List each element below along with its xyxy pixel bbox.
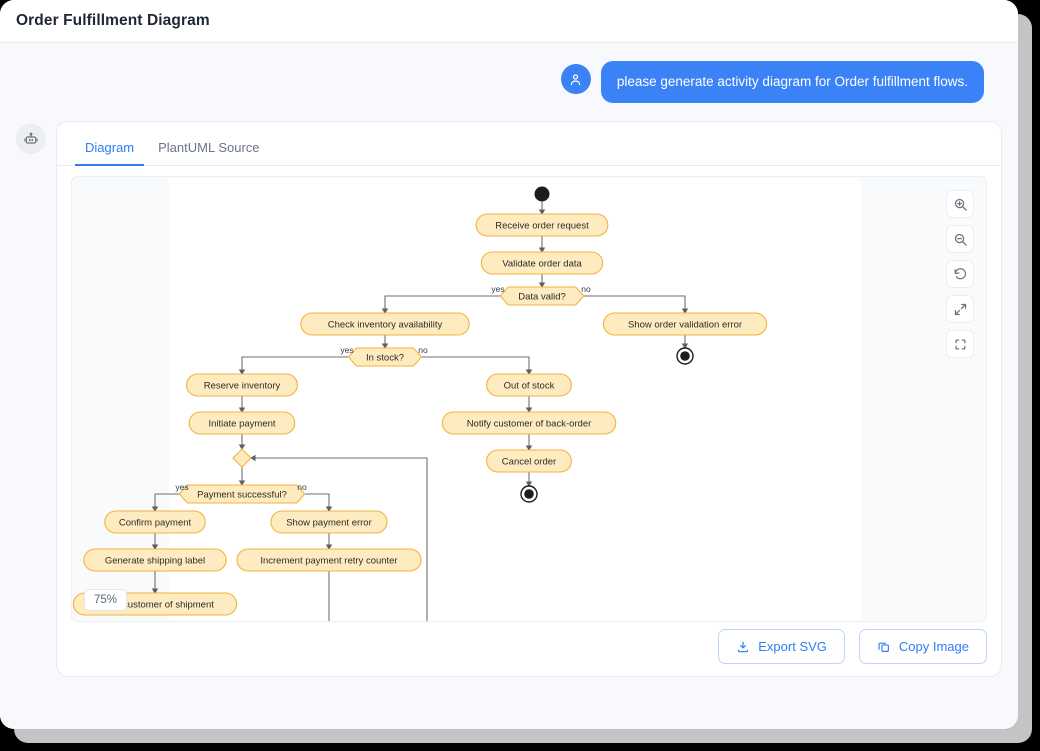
zoom-level-badge: 75% [84, 589, 128, 612]
activity-node [475, 213, 609, 237]
decision-node-label: Payment successful? [197, 490, 287, 501]
tab-plantuml-source[interactable]: PlantUML Source [158, 140, 260, 156]
view-toolbar [946, 190, 974, 359]
activity-node-label: Increment payment retry counter [260, 556, 397, 567]
activity-node-label: Show order validation error [628, 320, 742, 331]
zoom-in-button[interactable] [946, 190, 974, 219]
edge [294, 493, 333, 513]
user-message-row: please generate activity diagram for Ord… [16, 61, 1002, 104]
activity-node [270, 510, 388, 534]
edge-guard-label: yes [340, 345, 353, 355]
activity-node [83, 548, 227, 572]
end-node-core [524, 489, 534, 500]
export-svg-button[interactable]: Export SVG [718, 629, 845, 665]
edge [415, 356, 533, 376]
zoom-out-icon [954, 233, 967, 246]
activity-node [480, 251, 604, 275]
zoom-out-button[interactable] [946, 225, 974, 254]
decision-node [347, 347, 423, 367]
activity-node-label: Notify customer of shipment [96, 600, 214, 611]
card-action-bar: Export SVG Copy Image [718, 629, 987, 665]
tab-diagram[interactable]: Diagram [75, 134, 145, 167]
activity-node [236, 548, 422, 572]
user-icon [571, 73, 581, 85]
activity-node [300, 312, 470, 336]
activity-node-label: Show payment error [286, 518, 372, 529]
expand-icon [954, 303, 966, 315]
user-avatar [560, 64, 591, 94]
export-svg-label: Export SVG [758, 639, 827, 655]
activity-node [441, 411, 617, 435]
start-node [534, 186, 550, 202]
diagram-result-card: Diagram PlantUML Source 75% [56, 121, 1002, 678]
activity-node [602, 312, 768, 336]
activity-node-label: Receive order request [495, 221, 589, 232]
assistant-avatar [16, 124, 46, 155]
expand-button[interactable] [946, 295, 974, 324]
page-title: Order Fulfillment Diagram [16, 12, 210, 29]
edge-guard-label: no [581, 284, 591, 294]
edge [250, 454, 428, 622]
chat-body: please generate activity diagram for Ord… [0, 43, 1018, 729]
merge-node [232, 448, 252, 468]
activity-node-label: Validate order data [502, 259, 582, 270]
activity-node-label: Check inventory availability [328, 320, 443, 331]
activity-node [188, 411, 296, 435]
reset-rotate-icon [953, 267, 966, 279]
title-bar: Order Fulfillment Diagram [0, 0, 1018, 43]
decision-node [499, 286, 585, 306]
activity-node [486, 373, 572, 397]
decision-node [178, 484, 306, 504]
robot-icon [24, 132, 38, 144]
copy-image-label: Copy Image [898, 639, 969, 655]
fit-to-frame-button[interactable] [946, 330, 974, 359]
activity-node-label: Notify customer of back-order [467, 419, 592, 430]
reset-view-button[interactable] [946, 260, 974, 289]
app-window: Order Fulfillment Diagram please generat… [0, 0, 1018, 729]
diagram-canvas[interactable]: 75% [71, 176, 987, 623]
assistant-message-row: Diagram PlantUML Source 75% [16, 121, 1002, 678]
download-icon [738, 641, 749, 652]
activity-node [486, 449, 572, 473]
zoom-in-icon [954, 198, 967, 211]
activity-node-label: Out of stock [504, 381, 555, 392]
activity-node-label: Confirm payment [119, 518, 192, 529]
edge [381, 295, 506, 315]
edge-guard-label: yes [491, 284, 504, 294]
edge-guard-label: yes [175, 482, 188, 492]
decision-node-label: Data valid? [518, 292, 566, 303]
fit-frame-icon [955, 339, 965, 350]
activity-node [104, 510, 206, 534]
user-message-bubble: please generate activity diagram for Ord… [600, 61, 984, 104]
edge [578, 295, 689, 315]
activity-node-label: Cancel order [502, 457, 556, 468]
edge [238, 356, 355, 376]
activity-node-label: Initiate payment [208, 419, 275, 430]
copy-image-button[interactable]: Copy Image [858, 629, 987, 665]
edge [151, 493, 190, 513]
decision-node-label: In stock? [366, 353, 404, 364]
copy-icon [878, 642, 889, 652]
edge-guard-label: no [297, 482, 307, 492]
activity-node-label: Generate shipping label [105, 556, 205, 567]
activity-node-label: Reserve inventory [204, 381, 281, 392]
edge-guard-label: no [418, 345, 428, 355]
activity-node [186, 373, 298, 397]
end-node-core [680, 351, 690, 362]
card-tabs: Diagram PlantUML Source [57, 122, 1001, 167]
